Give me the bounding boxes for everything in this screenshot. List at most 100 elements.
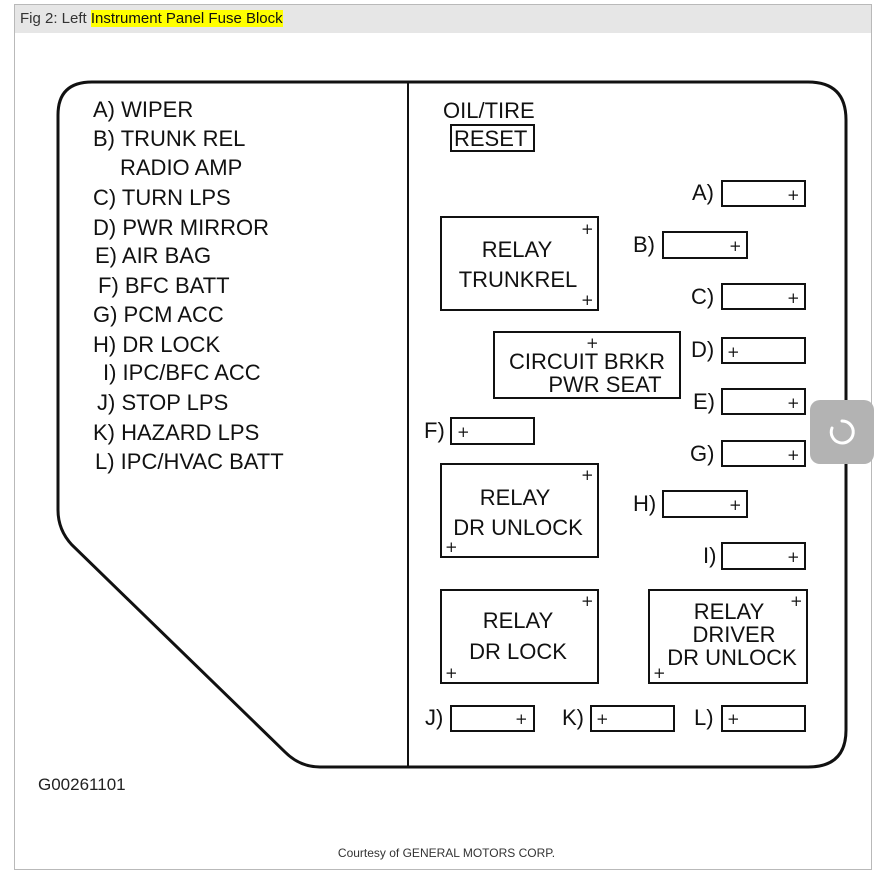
relay-line: RELAY <box>694 599 765 624</box>
fuse-label: F) <box>424 418 445 443</box>
plus-mark: + <box>581 291 594 309</box>
fuse-f: F) + <box>424 417 535 445</box>
fuse-slot <box>721 337 806 364</box>
fuse-i: I) + <box>703 542 806 570</box>
figure-frame: Fig 2: Left Instrument Panel Fuse Block <box>14 4 872 870</box>
relay-box <box>440 463 599 558</box>
fuse-slot <box>662 490 748 518</box>
fuse-h: H) + <box>633 490 748 518</box>
refresh-button[interactable] <box>810 400 874 464</box>
fuse-label: G) <box>690 441 714 466</box>
legend-item: K) HAZARD LPS <box>93 420 259 445</box>
fuse-label: E) <box>693 389 715 414</box>
fuse-label: B) <box>633 232 655 257</box>
fuse-d: D) + <box>691 337 806 364</box>
fuse-slot <box>590 705 675 732</box>
fuse-slot <box>721 283 806 310</box>
plus-mark: + <box>515 710 528 728</box>
fuse-slot <box>662 231 748 259</box>
legend-item: L) IPC/HVAC BATT <box>95 449 284 474</box>
plus-mark: + <box>445 538 458 556</box>
legend-item: RADIO AMP <box>120 155 242 180</box>
plus-mark: + <box>586 334 599 352</box>
relay-line: RELAY <box>482 237 553 262</box>
fuse-c: C) + <box>691 283 806 310</box>
relay-line: DRIVER <box>692 622 775 647</box>
legend-item: D) PWR MIRROR <box>93 215 269 240</box>
plus-mark: + <box>787 394 800 412</box>
oil-tire-label: OIL/TIRE <box>443 98 535 123</box>
plus-mark: + <box>445 664 458 682</box>
plus-mark: + <box>729 496 742 514</box>
fuse-label: I) <box>703 543 716 568</box>
relay-box <box>648 589 808 684</box>
relay-dr-lock: RELAY DR LOCK + + <box>440 589 599 684</box>
relay-trunk-rel: RELAY TRUNKREL + + <box>440 216 599 311</box>
relay-line: DR UNLOCK <box>667 645 797 670</box>
relay-line: DR LOCK <box>469 639 567 664</box>
fuse-a: A) + <box>692 180 806 207</box>
fuse-slot <box>721 388 806 415</box>
plus-mark: + <box>581 466 594 484</box>
fuse-b: B) + <box>633 231 748 259</box>
plus-mark: + <box>787 446 800 464</box>
caption-prefix: Fig 2: Left <box>20 10 91 27</box>
fuse-label: A) <box>692 180 714 205</box>
reset-label: RESET <box>454 126 527 151</box>
fuse-slot <box>450 705 535 732</box>
plus-mark: + <box>581 220 594 238</box>
fuse-k: K) + <box>562 705 675 732</box>
figure-caption: Fig 2: Left Instrument Panel Fuse Block <box>15 5 871 33</box>
relay-box <box>440 589 599 684</box>
relay-box <box>440 216 599 311</box>
relay-line: DR UNLOCK <box>453 515 583 540</box>
fuse-label: C) <box>691 284 714 309</box>
relay-dr-unlock: RELAY DR UNLOCK + + <box>440 463 599 558</box>
fuse-label: D) <box>691 337 714 362</box>
fuse-g: G) + <box>690 440 806 467</box>
plus-mark: + <box>790 592 803 610</box>
plus-mark: + <box>787 548 800 566</box>
plus-mark: + <box>787 289 800 307</box>
caption-highlight: Instrument Panel Fuse Block <box>90 10 283 27</box>
fuse-slot <box>721 180 806 207</box>
legend-item: B) TRUNK REL <box>93 126 245 151</box>
fuse-label: K) <box>562 705 584 730</box>
fuse-slot <box>450 417 535 445</box>
legend-item: F) BFC BATT <box>98 273 230 298</box>
plus-mark: + <box>596 710 609 728</box>
figure-code: G00261101 <box>38 775 126 794</box>
fuse-slot <box>721 542 806 570</box>
plus-mark: + <box>787 186 800 204</box>
relay-line: RELAY <box>483 608 554 633</box>
legend-item: G) PCM ACC <box>93 302 224 327</box>
circuit-breaker-pwr-seat: CIRCUIT BRKR PWR SEAT + <box>493 331 681 399</box>
legend-item: J) STOP LPS <box>97 390 228 415</box>
fuse-label: H) <box>633 491 656 516</box>
fuse-e: E) + <box>693 388 806 415</box>
relay-line: RELAY <box>480 485 551 510</box>
legend-item: I) IPC/BFC ACC <box>103 360 261 385</box>
fuse-l: L) + <box>694 705 806 732</box>
fuse-slot <box>721 705 806 732</box>
plus-mark: + <box>729 237 742 255</box>
fuse-slot <box>721 440 806 467</box>
fuse-label: J) <box>425 705 443 730</box>
breaker-box <box>493 331 681 399</box>
plus-mark: + <box>727 343 740 361</box>
legend-list: A) WIPER B) TRUNK REL RADIO AMP C) TURN … <box>93 97 284 474</box>
breaker-line: PWR SEAT <box>548 372 661 397</box>
refresh-spinner-icon <box>829 419 855 445</box>
reset-box <box>450 124 535 152</box>
plus-mark: + <box>727 710 740 728</box>
legend-item: A) WIPER <box>93 97 193 122</box>
legend-item: E) AIR BAG <box>95 243 211 268</box>
plus-mark: + <box>653 664 666 682</box>
courtesy-footer: Courtesy of GENERAL MOTORS CORP. <box>337 846 556 860</box>
plus-mark: + <box>581 592 594 610</box>
fuse-j: J) + <box>425 705 535 732</box>
legend-item: H) DR LOCK <box>93 332 220 357</box>
fuse-label: L) <box>694 705 714 730</box>
breaker-line: CIRCUIT BRKR <box>509 349 665 374</box>
